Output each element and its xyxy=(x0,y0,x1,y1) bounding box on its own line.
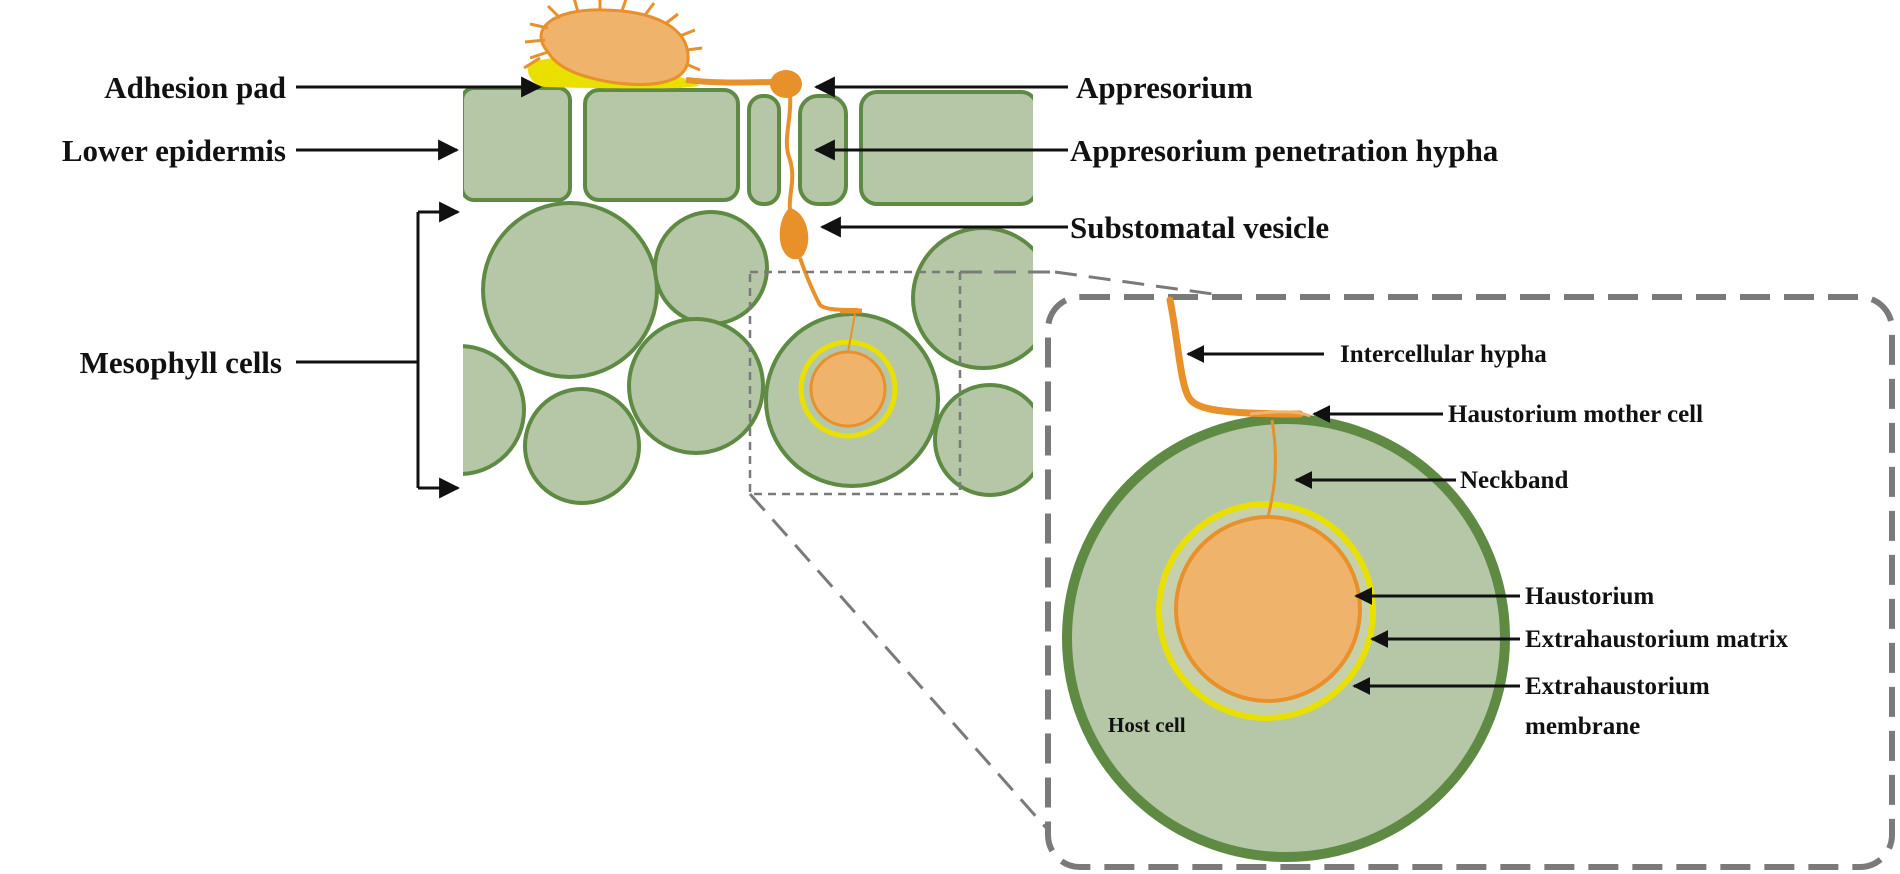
mesophyll-cell xyxy=(933,383,1033,497)
intercellular-hypha-large xyxy=(1166,296,1304,418)
neckband-shape xyxy=(1266,419,1277,518)
mesophyll-cell-group xyxy=(463,201,1033,505)
label-haustorium: Haustorium xyxy=(1525,583,1654,610)
inset-detail xyxy=(1045,294,1895,870)
substomatal-vesicle-shape xyxy=(779,208,809,260)
leaf-tissue xyxy=(463,86,1033,505)
label-neckband: Neckband xyxy=(1460,467,1568,494)
intercellular-hypha-small xyxy=(798,257,859,312)
label-arrows xyxy=(296,76,1520,695)
label-substomatal-vesicle: Substomatal vesicle xyxy=(1070,210,1329,245)
haustorium-small xyxy=(809,350,887,428)
label-extrahaustorium-membrane-line1: Extrahaustorium xyxy=(1525,673,1710,700)
labels: Adhesion pad Lower epidermis Mesophyll c… xyxy=(62,70,1789,740)
zoom-connectors xyxy=(748,270,1221,831)
label-extrahaustorium-membrane-line2: membrane xyxy=(1525,713,1640,740)
label-appresorium-penetration-hypha: Appresorium penetration hypha xyxy=(1070,133,1499,168)
zoom-source-box xyxy=(748,270,962,496)
spore-spines xyxy=(523,0,703,72)
label-intercellular-hypha: Intercellular hypha xyxy=(1340,341,1547,368)
guard-cell xyxy=(747,94,781,206)
label-host-cell: Host cell xyxy=(1108,713,1186,737)
label-appresorium: Appresorium xyxy=(1076,70,1253,105)
penetration-hypha-shape xyxy=(784,95,795,211)
lower-epidermis-cells xyxy=(463,86,1033,206)
haustorium-large xyxy=(1174,515,1362,703)
zoom-indicator xyxy=(748,270,962,496)
label-extrahaustorium-matrix: Extrahaustorium matrix xyxy=(1525,626,1789,653)
fungal-hypha xyxy=(685,70,862,314)
label-mesophyll-cells: Mesophyll cells xyxy=(80,345,282,380)
label-lower-epidermis: Lower epidermis xyxy=(62,133,286,168)
fungal-spore xyxy=(523,0,703,89)
mesophyll-cell xyxy=(463,344,526,476)
appresorium-shape xyxy=(770,70,802,98)
mesophyll-cell xyxy=(627,317,765,455)
host-cell-small xyxy=(764,312,940,488)
mesophyll-cell xyxy=(911,226,1033,370)
mesophyll-cell xyxy=(523,387,641,505)
label-haustorium-mother-cell: Haustorium mother cell xyxy=(1448,401,1703,428)
mesophyll-cell xyxy=(481,201,659,379)
label-adhesion-pad: Adhesion pad xyxy=(104,70,286,105)
